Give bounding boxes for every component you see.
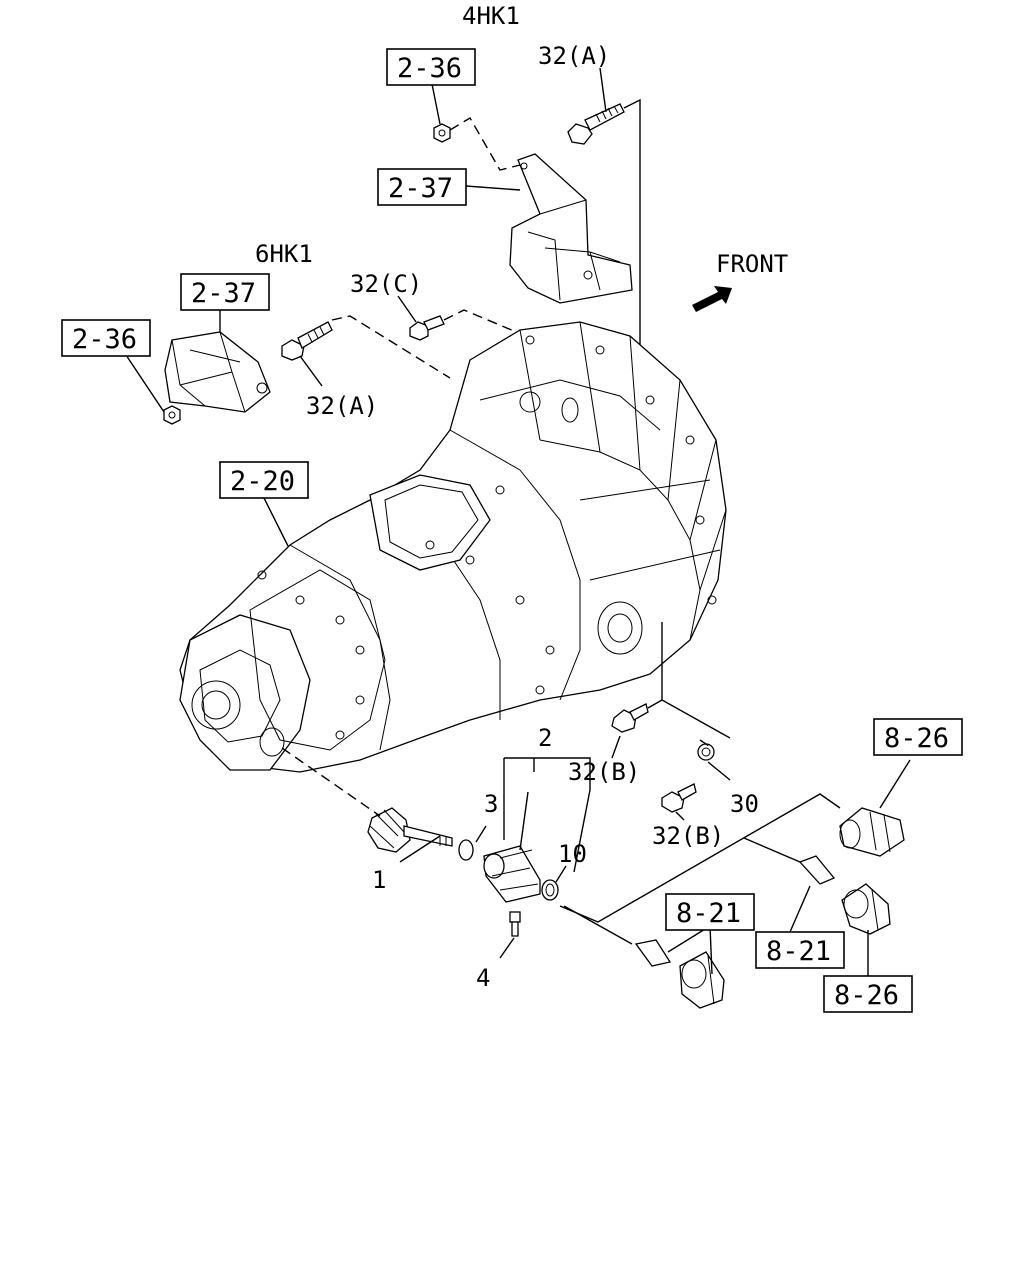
connector-clip-part [634,939,672,967]
connector-clip-part [798,855,836,885]
callout-2: 2 [538,724,552,752]
callout-32a-left: 32(A) [306,392,378,420]
speed-sensor-part [841,883,891,935]
callout-32b-lower: 32(B) [652,822,724,850]
ref-2-37-left-label: 2-37 [191,278,256,309]
ref-box-2-36-top [386,48,476,86]
variant-4hk1-label: 4HK1 [462,2,520,30]
ref-8-21-center-label: 8-21 [676,898,741,929]
bolt-icon [281,321,333,361]
ref-box-2-20 [219,461,309,499]
callout-1: 1 [372,866,386,894]
bracket-6hk1 [164,331,271,413]
ref-box-8-26-bottom [823,975,913,1013]
callout-30: 30 [730,790,759,818]
callout-32b-upper: 32(B) [568,758,640,786]
ref-box-2-37-top [377,168,467,206]
ref-2-37-top-label: 2-37 [388,173,453,204]
nut-icon [433,123,451,143]
bracket-4hk1 [509,153,633,304]
ref-2-36-top-label: 2-36 [397,53,462,84]
sleeve-part [483,845,541,903]
callout-32c: 32(C) [350,270,422,298]
callout-3: 3 [484,790,498,818]
bolt-icon [409,315,445,341]
washer-icon [697,743,715,761]
ref-box-8-21-center [665,893,755,931]
callout-4: 4 [476,964,490,992]
bolt-icon [567,103,625,145]
ref-8-26-right-label: 8-26 [884,723,949,754]
speed-sensor-part [679,951,725,1009]
transmission-assembly [179,321,727,773]
nut-icon [163,405,181,425]
seal-ring-part [541,879,559,901]
speed-sensor-part [839,807,905,857]
bolt-icon [661,783,697,813]
ref-2-36-left-label: 2-36 [72,324,137,355]
pinion-gear-part [367,807,453,853]
ref-box-8-21-right [755,931,845,969]
o-ring-part [458,839,474,861]
callout-10: 10 [558,840,587,868]
variant-6hk1-label: 6HK1 [255,240,313,268]
ref-8-26-bottom-label: 8-26 [834,980,899,1011]
ref-box-2-36-left [61,319,151,357]
bolt-icon [611,703,649,733]
callout-32a-top: 32(A) [538,42,610,70]
front-arrow-icon [692,286,732,312]
front-direction-label: FRONT [716,250,788,278]
ref-2-20-label: 2-20 [230,466,295,497]
screw-part [509,911,521,937]
ref-box-2-37-left [180,273,270,311]
ref-8-21-right-label: 8-21 [766,936,831,967]
ref-box-8-26-right [873,718,963,756]
